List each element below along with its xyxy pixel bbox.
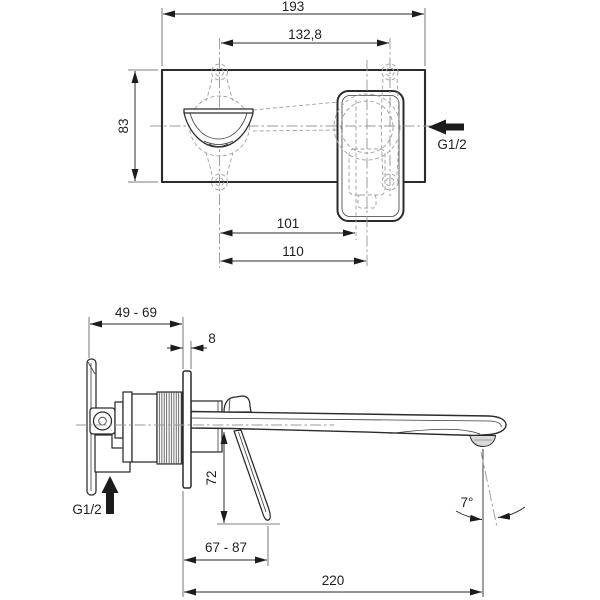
spout-front [183,108,254,148]
handle-escutcheon-front [336,90,405,222]
side-inlet-annotation: G1/2 [72,476,119,517]
lever-handle-side [233,429,271,521]
inlet-arrow-up-icon [101,476,119,514]
rough-in-valve-side [86,358,183,496]
threaded-body [156,391,183,465]
dim-label-8: 8 [208,331,216,346]
front-phantom-details [189,63,401,240]
dim-label-101: 101 [277,216,300,231]
dim-label-67-87: 67 - 87 [205,540,247,555]
dim-spout-projection: 220 [184,449,484,597]
dim-plate-height: 83 [116,69,158,183]
dim-label-49-69: 49 - 69 [115,305,157,320]
dim-spout-to-handle-edge: 101 [220,216,355,237]
dim-hole-spacing: 132,8 [221,27,389,47]
dim-label-7deg: 7° [461,495,474,510]
front-view: 193 132,8 83 101 110 G1/2 [116,0,467,268]
dim-label-132-8: 132,8 [288,27,322,42]
dim-overall-width: 193 [161,0,426,66]
lever-hub-cap [223,395,252,413]
dim-label-193: 193 [282,0,305,14]
dim-spout-to-lever-drop: 72 [204,432,280,525]
dim-spray-angle: 7° [455,451,526,528]
aerator [469,435,497,448]
dim-spout-to-handle-center: 110 [220,244,366,265]
inlet-label-front: G1/2 [437,137,466,152]
dim-lever-projection: 67 - 87 [182,491,269,597]
dim-label-220: 220 [322,573,345,588]
dim-label-83: 83 [116,118,131,133]
dim-rough-in-depth: 49 - 69 [88,305,184,369]
dim-label-72: 72 [204,470,219,485]
inlet-arrow-left-icon [428,119,464,135]
dim-label-110: 110 [282,244,304,259]
spout-side [190,410,507,448]
inlet-label-side: G1/2 [72,502,101,517]
front-inlet-annotation: G1/2 [428,119,467,152]
dim-plate-thickness: 8 [167,331,216,369]
side-view: 49 - 69 8 72 67 - 87 220 [72,305,526,597]
wall-plate-side [182,370,192,489]
